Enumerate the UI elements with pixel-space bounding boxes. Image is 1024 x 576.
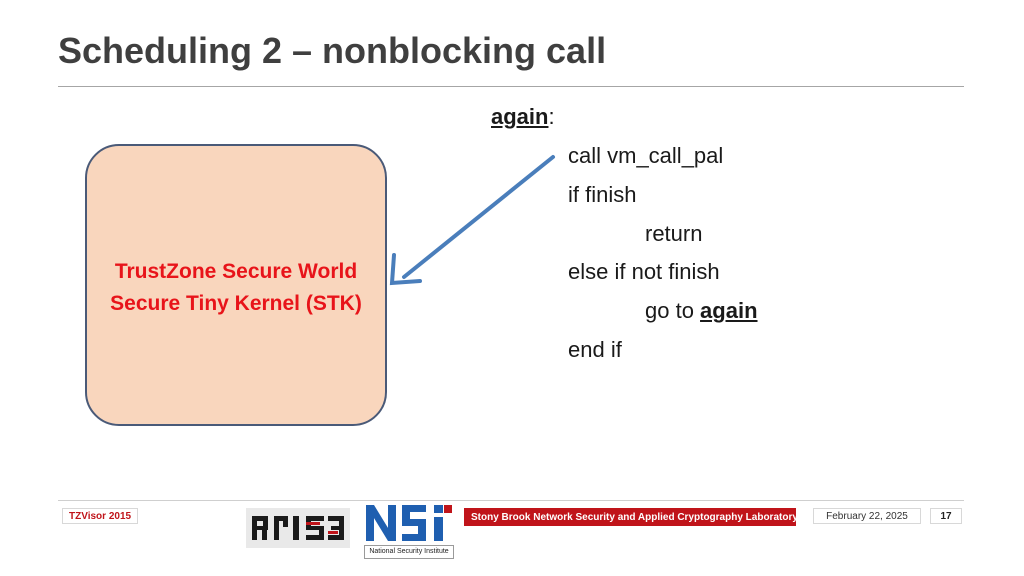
footer-date: February 22, 2025	[813, 508, 921, 524]
secure-world-box: TrustZone Secure World Secure Tiny Kerne…	[85, 144, 387, 426]
footer-page-number: 17	[930, 508, 962, 524]
secure-world-label: TrustZone Secure World Secure Tiny Kerne…	[87, 256, 385, 320]
call-arrow-shaft	[402, 155, 555, 279]
code-label-again: again	[491, 104, 549, 129]
nsi-logo: National Security Institute	[364, 503, 454, 559]
code-line-call: call vm_call_pal	[568, 143, 724, 168]
code-line-return: return	[645, 221, 703, 246]
nsi-caption: National Security Institute	[364, 545, 454, 559]
code-line-end-if: end if	[568, 337, 622, 362]
call-arrow-head	[389, 253, 422, 286]
code-line-else-if: else if not finish	[568, 259, 720, 284]
slide-title: Scheduling 2 – nonblocking call	[58, 30, 607, 71]
footer-divider	[58, 500, 964, 501]
code-goto-prefix: go to	[645, 298, 701, 323]
footer-event-tag: TZVisor 2015	[62, 508, 139, 524]
code-label-colon: :	[548, 104, 555, 129]
code-label-line: again:	[491, 104, 555, 130]
code-line-goto: go to again	[645, 298, 758, 324]
nsi-letters-icon	[366, 505, 452, 541]
code-goto-again: again	[700, 298, 758, 323]
title-divider	[58, 86, 964, 87]
rise-logo	[246, 508, 350, 548]
footer-lab-tag: Stony Brook Network Security and Applied…	[464, 508, 798, 526]
secure-world-line-1: TrustZone Secure World	[114, 260, 358, 283]
code-line-if-finish: if finish	[568, 182, 637, 207]
secure-world-line-2: Secure Tiny Kernel (STK)	[110, 292, 362, 315]
